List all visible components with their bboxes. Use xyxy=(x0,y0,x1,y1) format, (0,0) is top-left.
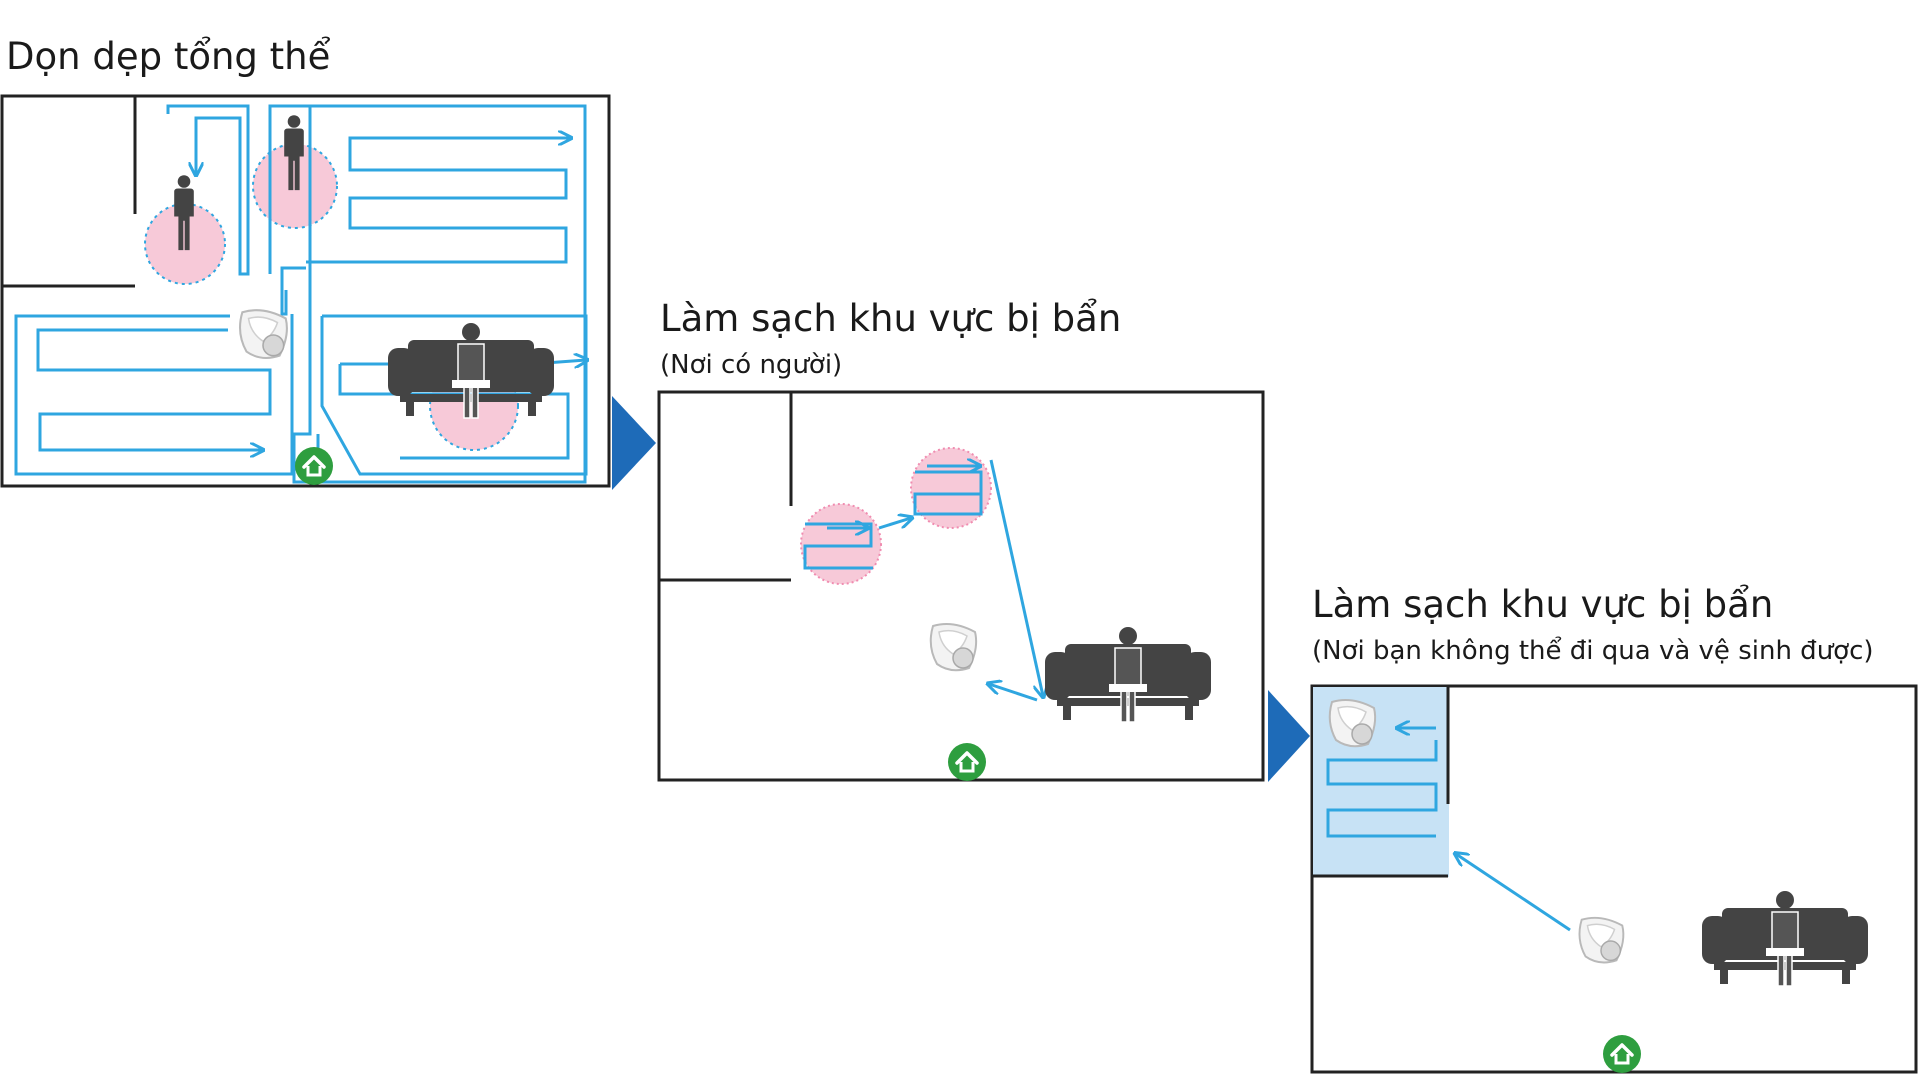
chevron-right-icon xyxy=(1268,690,1310,782)
panel3-subtitle: (Nơi bạn không thể đi qua và vệ sinh đượ… xyxy=(1312,636,1874,666)
panel2-walls xyxy=(659,392,793,582)
panel1-map xyxy=(0,94,611,488)
home-base-icon xyxy=(1602,1034,1642,1074)
panel2-subtitle: (Nơi có người) xyxy=(660,350,843,380)
panel1-walls xyxy=(2,96,137,288)
robot-vacuum-icon xyxy=(238,309,288,360)
panel1-title: Dọn dẹp tổng thể xyxy=(6,35,331,78)
panel2-title: Làm sạch khu vực bị bẩn xyxy=(660,297,1122,340)
panel3-title: Làm sạch khu vực bị bẩn xyxy=(1312,583,1774,626)
home-base-icon xyxy=(294,446,334,486)
robot-vacuum-icon xyxy=(1328,699,1377,748)
home-base-icon xyxy=(947,742,987,782)
robot-vacuum-icon xyxy=(1578,916,1625,964)
chevron-right-icon xyxy=(612,396,656,490)
panel2-map xyxy=(657,390,1265,782)
panel2-cleaning-path xyxy=(803,460,1043,702)
panel1-cleaning-path xyxy=(14,104,586,484)
robot-vacuum-icon xyxy=(929,623,978,672)
panel3-cleaning-path xyxy=(1326,728,1571,932)
panel3-walls xyxy=(1312,686,1450,878)
panel3-map xyxy=(1310,684,1918,1074)
